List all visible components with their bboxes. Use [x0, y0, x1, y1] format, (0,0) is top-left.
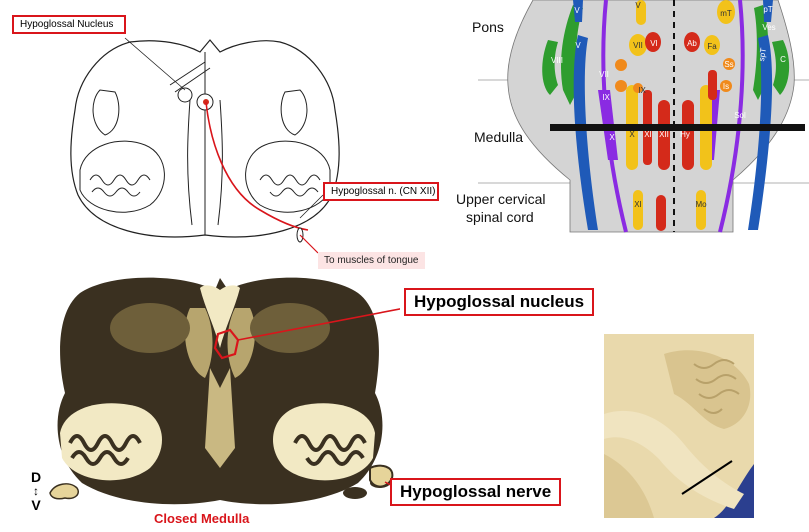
- medulla-line-drawing: [70, 37, 340, 243]
- sagittal-brain-photo: [604, 334, 754, 518]
- hypoglossal-nucleus-label: Hypoglossal Nucleus: [12, 15, 126, 34]
- nucleus-label-v-top: V: [574, 6, 580, 15]
- region-cervical-line1: Upper cervical: [456, 191, 546, 207]
- medulla-stained-section: [57, 277, 400, 505]
- orientation-dorsal: D: [30, 469, 42, 485]
- nucleus-label-is: Is: [723, 82, 729, 91]
- nucleus-label-sol: Sol: [734, 111, 746, 120]
- nucleus-label-ix: IX: [602, 93, 610, 102]
- orientation-indicator: D ↕ V: [26, 470, 46, 512]
- closed-medulla-caption: Closed Medulla: [154, 511, 250, 526]
- orientation-arrow: ↕: [33, 484, 39, 498]
- nucleus-label-vii-pons: VII: [633, 41, 643, 50]
- hypoglossal-nerve-photo-label: Hypoglossal nerve: [390, 478, 562, 506]
- nucleus-label-xii: XII: [659, 130, 669, 139]
- region-cervical-line2: spinal cord: [466, 209, 534, 225]
- nucleus-label-mt: mT: [720, 9, 732, 18]
- nucleus-label-fa: Fa: [707, 42, 717, 51]
- nucleus-label-c: C: [780, 55, 786, 64]
- nucleus-label-ves: Ves: [762, 23, 775, 32]
- nucleus-label-viii: VIII: [551, 56, 563, 65]
- nucleus-label-v-center: V: [635, 1, 641, 10]
- nucleus-label-mo: Mo: [695, 200, 707, 209]
- orientation-ventral: V: [31, 497, 41, 513]
- nucleus-label-vi: VI: [650, 39, 658, 48]
- nucleus-label-x-center: X: [629, 130, 635, 139]
- hypoglossal-nucleus-photo-label: Hypoglossal nucleus: [404, 288, 595, 316]
- nucleus-label-ss: Ss: [724, 60, 733, 69]
- nucleus-label-pt: pT: [763, 5, 772, 14]
- nucleus-label-spt: spT: [757, 47, 768, 62]
- small-specimen-fragment: [49, 483, 79, 500]
- brainstem-nuclei-diagram: V V V pT Ves C spT VIII VI VII VII IX IX…: [478, 0, 809, 233]
- region-medulla-label: Medulla: [474, 129, 524, 145]
- nucleus-label-ix-center: IX: [638, 86, 646, 95]
- nucleus-label-x: X: [609, 133, 615, 142]
- nucleus-label-ab: Ab: [687, 39, 697, 48]
- nucleus-label-hy: Hy: [680, 130, 690, 139]
- region-pons-label: Pons: [472, 19, 504, 35]
- tongue-muscles-label: To muscles of tongue: [318, 252, 425, 269]
- nerve-pointer-lines: [299, 194, 324, 254]
- nucleus-label-v: V: [575, 41, 581, 50]
- nucleus-label-xi: XI: [634, 200, 642, 209]
- nucleus-label-vii: VII: [599, 70, 609, 79]
- hypoglossal-nerve-label: Hypoglossal n. (CN XII): [323, 182, 439, 201]
- nucleus-label-xi-medulla: XI: [644, 130, 652, 139]
